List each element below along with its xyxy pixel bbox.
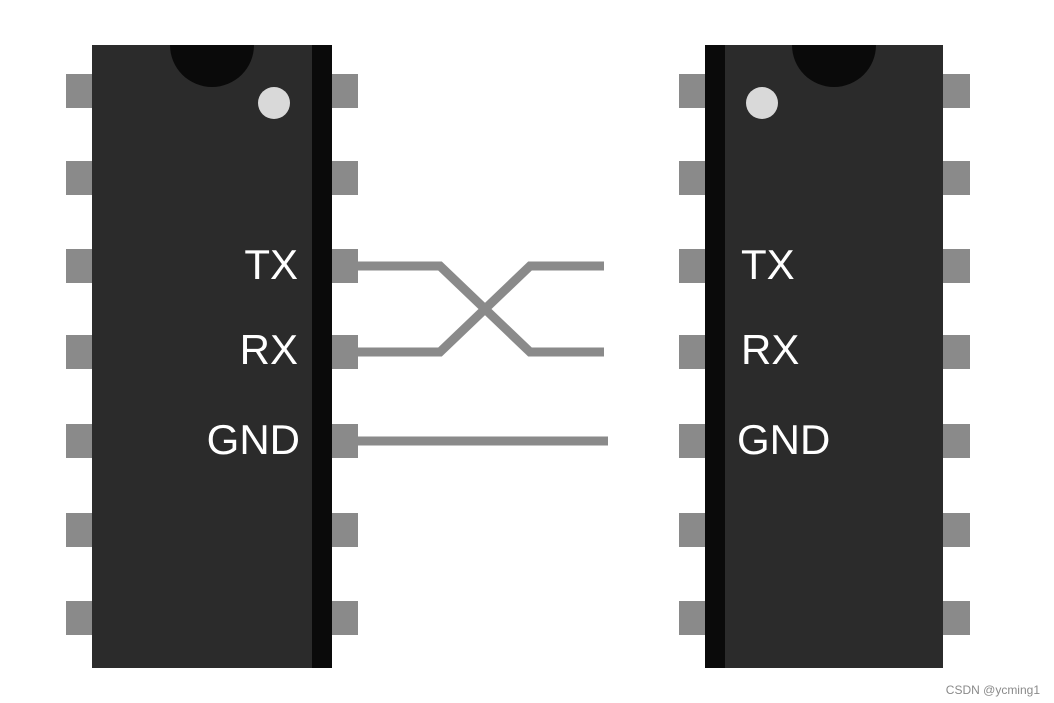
left-chip-notch — [170, 45, 254, 87]
left-chip-body — [92, 45, 332, 668]
right-chip-body — [705, 45, 943, 668]
right-chip-notch — [792, 45, 876, 87]
watermark: CSDN @ycming1 — [945, 683, 1040, 697]
left-chip-tx-label: TX — [244, 241, 298, 288]
right-chip: TX RX GND — [679, 45, 970, 668]
left-chip-side-shade — [312, 45, 332, 668]
left-chip-gnd-label: GND — [207, 416, 300, 463]
rx-to-tx-wire — [358, 261, 604, 357]
right-chip-pin1-dot — [746, 87, 778, 119]
left-chip-pin1-dot — [258, 87, 290, 119]
right-chip-side-shade — [705, 45, 725, 668]
right-chip-gnd-label: GND — [737, 416, 830, 463]
left-chip: TX RX GND — [66, 45, 358, 668]
left-chip-rx-label: RX — [240, 326, 298, 373]
right-chip-tx-label: TX — [741, 241, 795, 288]
right-chip-rx-label: RX — [741, 326, 799, 373]
wires — [358, 261, 608, 446]
